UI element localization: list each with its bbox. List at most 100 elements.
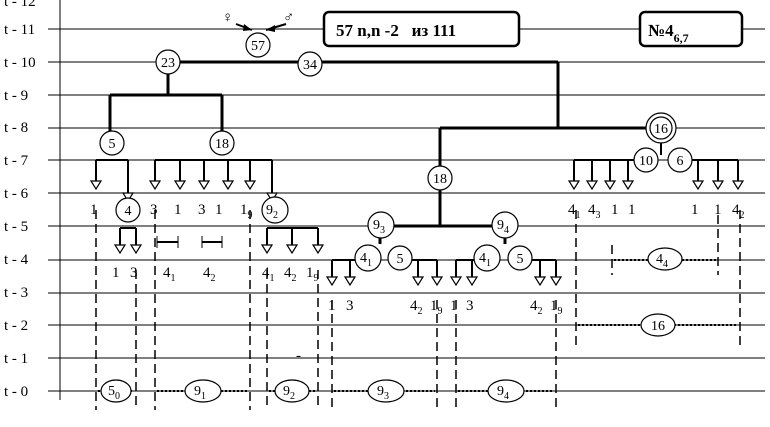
node-18b-label: 18	[433, 172, 447, 187]
arrow-head-18	[465, 276, 479, 287]
node-5a	[387, 245, 413, 271]
label-r1d: 1	[714, 202, 722, 218]
arrow-head-14	[343, 276, 357, 287]
arrow-head-9	[129, 244, 143, 255]
axis-label-t11: t - 11	[4, 22, 35, 38]
number-frame	[638, 10, 744, 48]
label-r1a: 1	[611, 202, 619, 218]
label-1-9a: 19	[240, 202, 253, 221]
arrow-head-16	[430, 276, 444, 287]
label-42a: 42	[203, 265, 216, 284]
bubble-93	[367, 379, 405, 403]
bubble-16	[640, 313, 676, 337]
label-g1-3: 3	[346, 298, 354, 314]
node-root	[245, 32, 271, 58]
node-93-label: 93	[373, 218, 385, 236]
number-text: №46,7	[648, 21, 689, 45]
formula-frame	[322, 10, 521, 48]
label-g2-42: 42	[530, 298, 543, 317]
node-41b	[473, 244, 501, 272]
label-r1b: 1	[628, 202, 636, 218]
bubble-16-label: 16	[651, 319, 665, 334]
male-arrow-head	[266, 25, 275, 32]
axis-label-t3: t - 3	[4, 285, 28, 301]
axis-label-t1: t - 1	[4, 351, 28, 367]
axis-label-t6: t - 6	[4, 186, 29, 202]
axis-label-t7: t - 7	[4, 153, 29, 169]
labels-t3: 1 3 42 19 1 3 42 19 -	[296, 298, 563, 364]
node-18b	[427, 165, 453, 191]
label-41a: 41	[163, 265, 176, 284]
arrow-head-27	[731, 180, 745, 191]
span-bubbles: 44 16 50 91 92 93 94	[100, 247, 683, 403]
bubble-91	[184, 379, 222, 403]
node-18a-label: 18	[215, 137, 229, 152]
formula-box: 57 n,n -2 из 111	[322, 10, 521, 48]
label-3c: 3	[130, 265, 138, 281]
male-symbol: ♂	[283, 10, 294, 26]
label-g1-1: 1	[328, 298, 336, 314]
bubble-44-label: 44	[656, 252, 668, 270]
arrow-head-6	[243, 180, 257, 191]
arrow-head-4	[197, 180, 211, 191]
bubble-94	[487, 379, 525, 403]
time-axis: t - 12 t - 11 t - 10 t - 9 t - 8 t - 7 t…	[4, 0, 61, 400]
node-41a	[354, 244, 382, 272]
label-1c: 1	[215, 202, 223, 218]
axis-label-t10: t - 10	[4, 55, 36, 71]
bubble-91-label: 91	[194, 384, 206, 402]
arrow-head-10	[260, 244, 274, 255]
labels-t4: 1 3 41 42 41 42 19	[112, 265, 319, 284]
arrow-head-20	[549, 276, 563, 287]
node-23	[155, 49, 181, 75]
dashed-lines	[95, 210, 741, 410]
node-5-label: 5	[109, 137, 116, 152]
node-16	[649, 116, 673, 140]
node-92	[261, 196, 289, 224]
node-94	[491, 211, 519, 239]
arrow-head-17	[449, 276, 463, 287]
arrow-head-22	[585, 180, 599, 191]
span-markers	[156, 236, 223, 248]
arrow-head-19	[533, 276, 547, 287]
node-93	[367, 211, 395, 239]
arrow-head-25	[691, 180, 705, 191]
label-r1c: 1	[691, 202, 699, 218]
node-10	[633, 147, 659, 173]
label-1b: 1	[174, 202, 182, 218]
bubble-94-label: 94	[497, 384, 509, 402]
node-41b-label: 41	[479, 251, 491, 269]
arrow-head-21	[567, 180, 581, 191]
label-r42: 42	[732, 202, 745, 221]
node-5	[99, 130, 125, 156]
arrow-heads	[89, 180, 745, 287]
label-g1-42: 42	[410, 298, 423, 317]
bubble-44	[647, 247, 683, 271]
node-23-label: 23	[161, 56, 175, 71]
arrow-head-26	[711, 180, 725, 191]
arrow-head-15	[411, 276, 425, 287]
axis-label-t5: t - 5	[4, 219, 28, 235]
female-symbol: ♀	[222, 10, 233, 26]
bubble-92-label: 92	[283, 384, 295, 402]
bubble-93-label: 93	[377, 384, 389, 402]
arrow-head-3	[173, 180, 187, 191]
axis-label-t12: t - 12	[4, 0, 36, 10]
bubble-50	[100, 379, 132, 403]
label-42b: 42	[284, 265, 297, 284]
number-box: №46,7	[638, 10, 744, 48]
label-41b: 41	[262, 265, 275, 284]
label-3b: 3	[198, 202, 206, 218]
label-1: 1	[90, 202, 98, 218]
label-r43: 43	[588, 202, 601, 221]
node-92-label: 92	[266, 203, 278, 221]
arrow-head-1	[121, 192, 135, 203]
labels-t6: 1 3 1 3 1 19 41 43 1 1 1 1 42	[90, 202, 745, 221]
female-arrow-head	[243, 24, 252, 31]
axis-label-t2: t - 2	[4, 318, 28, 334]
label-1d: 1	[112, 265, 120, 281]
label-r41: 41	[568, 202, 581, 221]
node-5b	[507, 245, 533, 271]
node-41a-label: 41	[360, 251, 372, 269]
axis-label-t8: t - 8	[4, 120, 28, 136]
